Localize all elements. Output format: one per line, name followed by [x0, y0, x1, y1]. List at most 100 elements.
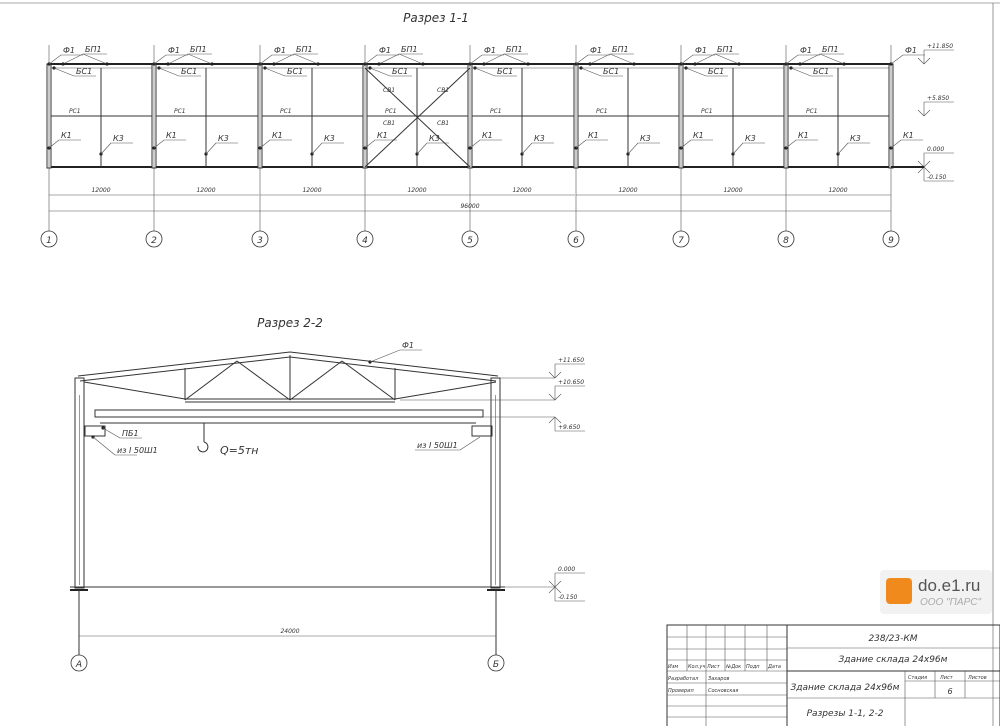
tie-label: БС1 — [287, 67, 303, 76]
axis-bubble — [882, 230, 900, 248]
elev-mark — [917, 57, 925, 65]
leader-line — [100, 142, 112, 155]
truss-label: Ф1 — [402, 341, 414, 350]
leader-line — [153, 54, 167, 65]
elev-mark — [548, 580, 556, 588]
leader-line — [627, 142, 639, 155]
axis-label: 2 — [151, 236, 157, 246]
leader-line — [680, 139, 692, 149]
axis-bubble — [777, 230, 795, 248]
purlin-label: БП1 — [401, 45, 418, 54]
truss-top-chord — [77, 351, 499, 377]
wind-column-label: К3 — [113, 134, 124, 143]
project-name: Здание склада 24х96м — [839, 655, 948, 665]
leader-line — [680, 54, 694, 65]
leader-dot — [421, 62, 425, 66]
total-dimension: 96000 — [460, 203, 479, 210]
strut-label: РС1 — [280, 108, 292, 115]
elevation-label: -0.150 — [558, 594, 578, 601]
strut-label: РС1 — [490, 108, 502, 115]
brace-label: СВ1 — [437, 87, 449, 94]
elev-mark — [548, 416, 556, 424]
tie-label: БС1 — [181, 67, 197, 76]
purlin-label: БП1 — [85, 45, 102, 54]
leader-line — [205, 142, 217, 155]
truss-label: Ф1 — [695, 46, 707, 55]
leader-dot — [210, 62, 214, 66]
sheets-header: Листов — [967, 675, 987, 681]
purlin-label: БП1 — [506, 45, 523, 54]
elev-mark — [548, 393, 556, 401]
leader-dot — [166, 62, 170, 66]
purlin-leader — [503, 53, 529, 65]
leader-line — [580, 67, 602, 77]
truss-diagonal — [289, 360, 343, 401]
wind-column-label: К3 — [429, 134, 440, 143]
role-label: Проверил — [668, 688, 694, 694]
role-name: Сосновская — [708, 688, 738, 694]
axis-label: А — [75, 660, 82, 670]
crane-rail-right — [471, 425, 493, 437]
column-header: Подп — [746, 664, 760, 670]
elevation-label: +5.850 — [927, 95, 949, 102]
wind-column-label: К3 — [640, 134, 651, 143]
leader-line — [364, 139, 376, 149]
leader-line — [259, 139, 271, 149]
tie-label: БС1 — [392, 67, 408, 76]
brace-label: СВ1 — [437, 120, 449, 127]
leader-line — [790, 67, 812, 77]
elev-mark — [923, 109, 931, 117]
purlin-leader — [167, 53, 189, 65]
left-beam-note: из I 50Ш1 — [117, 446, 158, 455]
sheet-number: 6 — [947, 687, 952, 696]
right-beam-note: из I 50Ш1 — [417, 441, 458, 450]
axis-label: 3 — [257, 236, 263, 246]
elev-mark — [548, 586, 556, 594]
elevation-label: +11.850 — [927, 43, 953, 50]
elev-mark — [923, 166, 931, 174]
elev-mark — [554, 393, 562, 401]
crane-beam-label: ПБ1 — [122, 429, 139, 438]
tie-label: БС1 — [76, 67, 92, 76]
column-label: К1 — [166, 131, 177, 140]
strut-label: РС1 — [385, 108, 397, 115]
truss-label: Ф1 — [590, 46, 602, 55]
truss-label: Ф1 — [800, 46, 812, 55]
truss-diagonal — [236, 360, 291, 401]
axis-label: 4 — [362, 236, 368, 246]
leader-line — [474, 67, 496, 77]
bay-dimension: 12000 — [723, 187, 742, 194]
leader-line — [459, 436, 481, 451]
truss-diagonal — [341, 360, 396, 401]
elev-mark — [923, 160, 931, 168]
axis-bubble — [567, 230, 585, 248]
bay-dimension: 12000 — [828, 187, 847, 194]
axis-bubble — [487, 654, 505, 672]
axis-bubble — [145, 230, 163, 248]
crane-hook-icon — [197, 441, 209, 453]
elev-mark — [554, 580, 562, 588]
watermark: do.e1.ru ООО "ПАРС" — [880, 570, 992, 614]
column-label: К1 — [798, 131, 809, 140]
bay-dimension: 12000 — [302, 187, 321, 194]
elevation-label: 0.000 — [558, 566, 575, 573]
leader-line — [469, 139, 481, 149]
purlin-leader — [273, 53, 295, 65]
wind-column-label: К3 — [534, 134, 545, 143]
leader-line — [890, 54, 904, 65]
tie-label: БС1 — [813, 67, 829, 76]
purlin-leader — [819, 53, 845, 65]
purlin-leader — [714, 53, 740, 65]
axis-label: 7 — [678, 236, 684, 246]
axis-label: 8 — [783, 236, 789, 246]
leader-line — [48, 54, 62, 65]
elev-mark — [554, 586, 562, 594]
purlin-leader — [398, 53, 424, 65]
column-header: Изм — [668, 664, 678, 670]
strut-label: РС1 — [596, 108, 608, 115]
column-header: Кол.уч — [688, 664, 705, 670]
crane-bridge — [94, 409, 484, 418]
leader-line — [575, 139, 587, 149]
